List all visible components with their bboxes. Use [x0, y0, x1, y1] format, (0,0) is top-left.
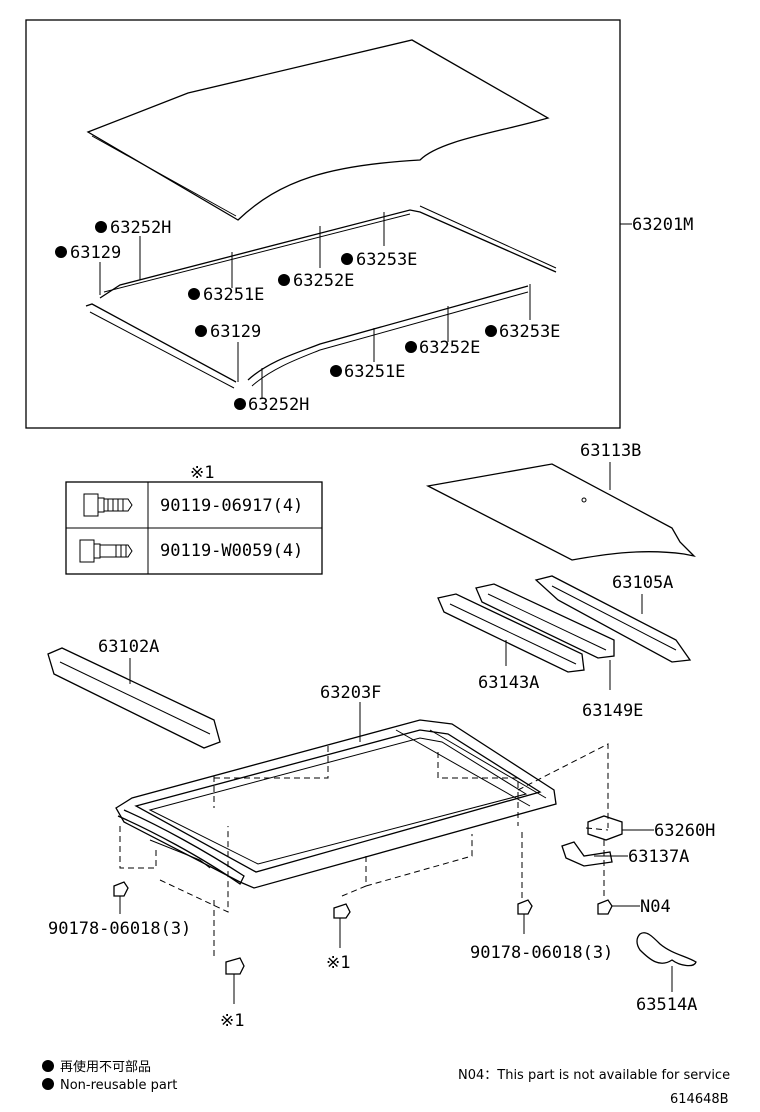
seal-strip-upper-dash	[103, 205, 557, 293]
reinforcement-63149E	[475, 583, 615, 659]
label-nut-right: 90178-06018(3)	[470, 943, 613, 963]
flange-bolt-icon	[333, 903, 351, 919]
seal-strip-lower-dash	[89, 291, 529, 389]
label-63252H-b: 63252H	[234, 395, 309, 415]
label-63149E: 63149E	[582, 701, 643, 721]
svg-text:63251E: 63251E	[203, 285, 264, 305]
bolt-part-number-2: 90119-W0059(4)	[160, 541, 303, 561]
guide-line	[437, 743, 609, 828]
label-63102A: 63102A	[98, 637, 159, 657]
n04-note: N04：This part is not available for servi…	[458, 1068, 730, 1083]
label-63143A: 63143A	[478, 673, 539, 693]
label-63129-b: 63129	[195, 322, 261, 342]
label-63251E-b: 63251E	[330, 362, 405, 382]
svg-text:63129: 63129	[70, 243, 121, 263]
label-63113B: 63113B	[580, 441, 641, 461]
non-reusable-dot-icon	[330, 365, 342, 377]
non-reusable-dot-icon	[485, 325, 497, 337]
label-63260H: 63260H	[654, 821, 715, 841]
reinforcement-63143A	[437, 593, 585, 673]
label-ref-mid: ※1	[326, 953, 350, 973]
non-reusable-dot-icon	[188, 288, 200, 300]
rail-63105A	[534, 575, 692, 663]
svg-text:63252H: 63252H	[110, 218, 171, 238]
non-reusable-dot-icon	[95, 221, 107, 233]
svg-text:63252E: 63252E	[419, 338, 480, 358]
nut-icon	[517, 899, 533, 915]
bolt-part-number-1: 90119-06917(4)	[160, 496, 303, 516]
non-reusable-dot-icon	[42, 1060, 54, 1072]
flange-bolt-icon	[83, 493, 133, 517]
svg-text:63252H: 63252H	[248, 395, 309, 415]
svg-text:63129: 63129	[210, 322, 261, 342]
nut-icon	[113, 881, 129, 897]
non-reusable-dot-icon	[341, 253, 353, 265]
header-63102A	[47, 647, 221, 749]
guide-line	[341, 832, 523, 900]
flange-bolt-icon	[225, 957, 245, 975]
illustration-code: 614648B	[670, 1092, 729, 1107]
label-63514A: 63514A	[636, 995, 697, 1015]
motor-63260H	[587, 815, 623, 841]
label-63137A: 63137A	[628, 847, 689, 867]
label-N04: N04	[640, 897, 671, 917]
non-reusable-dot-icon	[42, 1078, 54, 1090]
svg-text:63251E: 63251E	[344, 362, 405, 382]
svg-text:63252E: 63252E	[293, 271, 354, 291]
guide-line	[213, 742, 329, 808]
label-63105A: 63105A	[612, 573, 673, 593]
non-reusable-dot-icon	[195, 325, 207, 337]
label-nut-left: 90178-06018(3)	[48, 919, 191, 939]
nut-icon	[597, 899, 613, 915]
label-63253E-b: 63253E	[485, 322, 560, 342]
label-63201M: 63201M	[632, 215, 693, 235]
label-63203F: 63203F	[320, 683, 381, 703]
label-63129-a: 63129	[55, 243, 121, 263]
legend-jp: 再使用不可部品	[60, 1059, 151, 1075]
bolt-table: 90119-06917(4) 90119-W0059(4)	[65, 481, 323, 575]
roof-sheet-edge	[91, 135, 237, 217]
non-reusable-dot-icon	[405, 341, 417, 353]
non-reusable-dot-icon	[234, 398, 246, 410]
legend: 再使用不可部品 Non-reusable part	[42, 1059, 177, 1093]
non-reusable-dot-icon	[278, 274, 290, 286]
label-63252E-a: 63252E	[278, 271, 354, 291]
label-63251E-a: 63251E	[188, 285, 264, 305]
bracket-63137A	[561, 841, 613, 867]
guide-line	[585, 827, 609, 898]
svg-text:63253E: 63253E	[356, 250, 417, 270]
flange-bolt-icon	[79, 539, 133, 563]
seal-strip-lower	[85, 285, 529, 383]
label-63252H-a: 63252H	[95, 218, 171, 238]
roof-panel-63113B	[425, 463, 696, 561]
roof-sheet-top	[86, 39, 550, 221]
label-63252E-b: 63252E	[405, 338, 480, 358]
label-63253E-a: 63253E	[341, 250, 417, 270]
svg-text:63253E: 63253E	[499, 322, 560, 342]
guide-line	[119, 826, 229, 960]
label-ref-bottom: ※1	[220, 1011, 244, 1031]
sunroof-housing-63203F	[115, 719, 557, 889]
non-reusable-dot-icon	[55, 246, 67, 258]
cable-63514A	[636, 932, 697, 967]
legend-en: Non-reusable part	[60, 1078, 177, 1093]
bolt-table-ref-mark: ※1	[190, 463, 214, 483]
